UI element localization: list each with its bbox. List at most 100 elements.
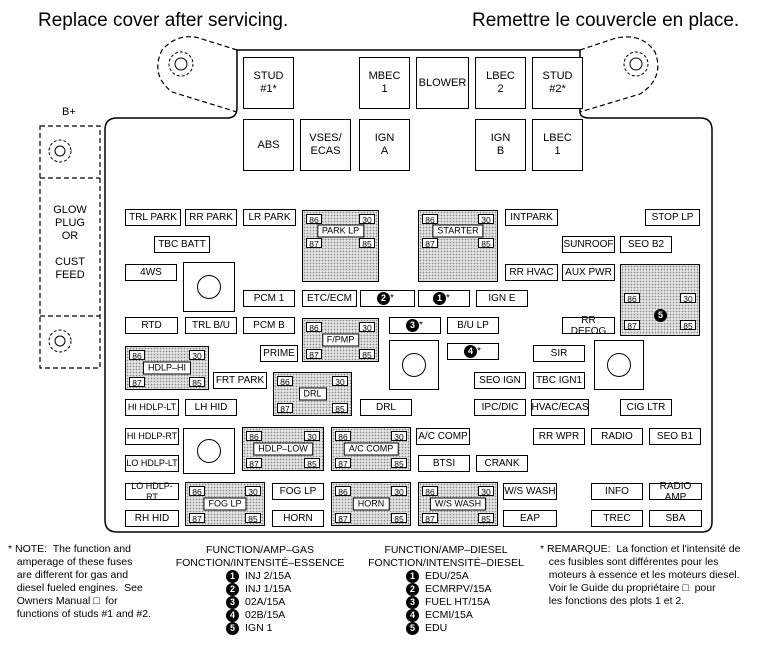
left-mount-outline bbox=[157, 36, 238, 113]
legend-gas-item: 02A/15A bbox=[245, 596, 286, 608]
glow-plug-label: GLOW PLUG OR CUST FEED bbox=[53, 204, 87, 281]
fuse-lr-park: LR PARK bbox=[243, 209, 296, 226]
legend-diesel-title: FUNCTION/AMP–DIESEL bbox=[384, 544, 508, 556]
fuse-radio: RADIO bbox=[591, 428, 643, 445]
fuse-crank: CRANK bbox=[476, 455, 528, 472]
left-mount-hole-icon bbox=[168, 51, 194, 77]
fuse-mbec-1: MBEC 1 bbox=[359, 57, 410, 109]
fuse-4ws: 4WS bbox=[125, 264, 177, 281]
fuse-rr-defog: RR DEFOG bbox=[562, 315, 615, 337]
legend-diesel-item: EDU/25A bbox=[425, 570, 469, 582]
marker-3-icon: 3 bbox=[406, 319, 419, 332]
legend-diesel-item: ECMI/15A bbox=[425, 609, 473, 621]
fuse-ws-wash: W/S WASH bbox=[503, 483, 557, 500]
fuse-tbc-batt: TBC BATT bbox=[154, 236, 210, 253]
fuse-marker-3: 3* bbox=[389, 317, 441, 334]
fuse-pcm-b: PCM B bbox=[243, 317, 295, 334]
fuse-aux-pwr: AUX PWR bbox=[562, 264, 615, 281]
legend-gas-item: 02B/15A bbox=[245, 609, 286, 621]
legend-gas-subtitle: FONCTION/INTENSITÉ–ESSENCE bbox=[175, 557, 345, 569]
fuse-marker-1: 1* bbox=[418, 290, 470, 307]
fuse-marker-4: 4* bbox=[447, 343, 499, 360]
fuse-prime: PRIME bbox=[260, 345, 298, 362]
bplus-stud-icon bbox=[48, 139, 72, 163]
fuse-hi-hdlp-lt: HI HDLP-LT bbox=[125, 399, 179, 416]
fuse-sba: SBA bbox=[649, 510, 702, 527]
right-mount-outline bbox=[579, 36, 659, 113]
fuse-seo-ign: SEO IGN bbox=[474, 372, 526, 389]
legend-gas-item: INJ 1/15A bbox=[245, 583, 292, 595]
relay-label: DRL bbox=[298, 387, 327, 401]
note-french: * REMARQUE: La fonction et l'intensité d… bbox=[540, 543, 741, 607]
marker-4-icon: 4 bbox=[464, 345, 477, 358]
fuse-stop-lp: STOP LP bbox=[645, 209, 700, 226]
fuse-block-body-outline bbox=[104, 49, 713, 533]
marker-2-icon: 2 bbox=[377, 292, 390, 305]
fuse-stud-2: STUD #2* bbox=[532, 57, 583, 109]
fuse-trec: TREC bbox=[591, 510, 643, 527]
fuse-intpark: INTPARK bbox=[505, 209, 558, 226]
fuse-lo-hdlp-rt: LO HDLP-RT bbox=[125, 481, 179, 502]
fuse-lbec-2: LBEC 2 bbox=[475, 57, 526, 109]
relay-label: F/PMP bbox=[321, 333, 360, 347]
fuse-pcm-1: PCM 1 bbox=[243, 290, 295, 307]
relay-label: HDLP–HI bbox=[142, 361, 192, 375]
lower-stud-icon bbox=[48, 329, 72, 353]
fuse-frt-park: FRT PARK bbox=[213, 372, 267, 389]
diode-socket bbox=[183, 428, 235, 474]
fuse-stud-1: STUD #1* bbox=[243, 57, 294, 109]
fuse-ign-b: IGN B bbox=[475, 119, 526, 171]
relay-label: HDLP–LOW bbox=[253, 442, 313, 456]
fuse-vses-ecas: VSES/ ECAS bbox=[300, 119, 351, 171]
fuse-rr-park: RR PARK bbox=[185, 209, 237, 226]
fuse-trl-bu: TRL B/U bbox=[185, 317, 237, 334]
fuse-bu-lp: B/U LP bbox=[447, 317, 499, 334]
relay-label: A/C COMP bbox=[343, 442, 399, 456]
legend-diesel-subtitle: FONCTION/INTENSITÉ–DIESEL bbox=[368, 557, 524, 569]
legend-gas-item: IGN 1 bbox=[245, 622, 273, 634]
bplus-area-outline bbox=[39, 125, 101, 369]
fuse-info: INFO bbox=[591, 483, 643, 500]
fuse-rr-hvac: RR HVAC bbox=[505, 264, 558, 281]
fuse-rtd: RTD bbox=[125, 317, 178, 334]
fuse-hvac-ecas: HVAC/ECAS bbox=[531, 399, 589, 416]
legend-diesel: FUNCTION/AMP–DIESEL FONCTION/INTENSITÉ–D… bbox=[356, 544, 536, 635]
fuse-marker-2: 2* bbox=[360, 290, 415, 307]
fuse-eap: EAP bbox=[503, 510, 557, 527]
legend-gas-title: FUNCTION/AMP–GAS bbox=[206, 544, 314, 556]
fuse-etc-ecm: ETC/ECM bbox=[302, 290, 357, 307]
marker-5-icon: 5 bbox=[654, 309, 667, 322]
fuse-drl: DRL bbox=[360, 399, 412, 416]
fuse-cig-ltr: CIG LTR bbox=[620, 399, 672, 416]
relay-label: STARTER bbox=[432, 224, 484, 238]
fuse-fog-lp: FOG LP bbox=[272, 483, 324, 500]
header-english: Replace cover after servicing. bbox=[38, 10, 289, 31]
relay-label: FOG LP bbox=[203, 497, 247, 511]
diode-socket bbox=[183, 262, 235, 312]
header-french: Remettre le couvercle en place. bbox=[472, 10, 740, 31]
note-english: * NOTE: The function and amperage of the… bbox=[8, 543, 152, 620]
diode-socket bbox=[389, 340, 439, 390]
marker-1-icon: 1 bbox=[433, 292, 446, 305]
fuse-abs: ABS bbox=[243, 119, 294, 171]
fuse-sir: SIR bbox=[533, 345, 585, 362]
fuse-ipc-dic: IPC/DIC bbox=[474, 399, 526, 416]
legend-diesel-item: ECMRPV/15A bbox=[425, 583, 492, 595]
relay-label: HORN bbox=[352, 497, 390, 511]
fuse-blower: BLOWER bbox=[416, 57, 469, 109]
fuse-seo-b2: SEO B2 bbox=[620, 236, 672, 253]
diode-socket bbox=[594, 340, 644, 390]
fuse-seo-b1: SEO B1 bbox=[649, 428, 701, 445]
